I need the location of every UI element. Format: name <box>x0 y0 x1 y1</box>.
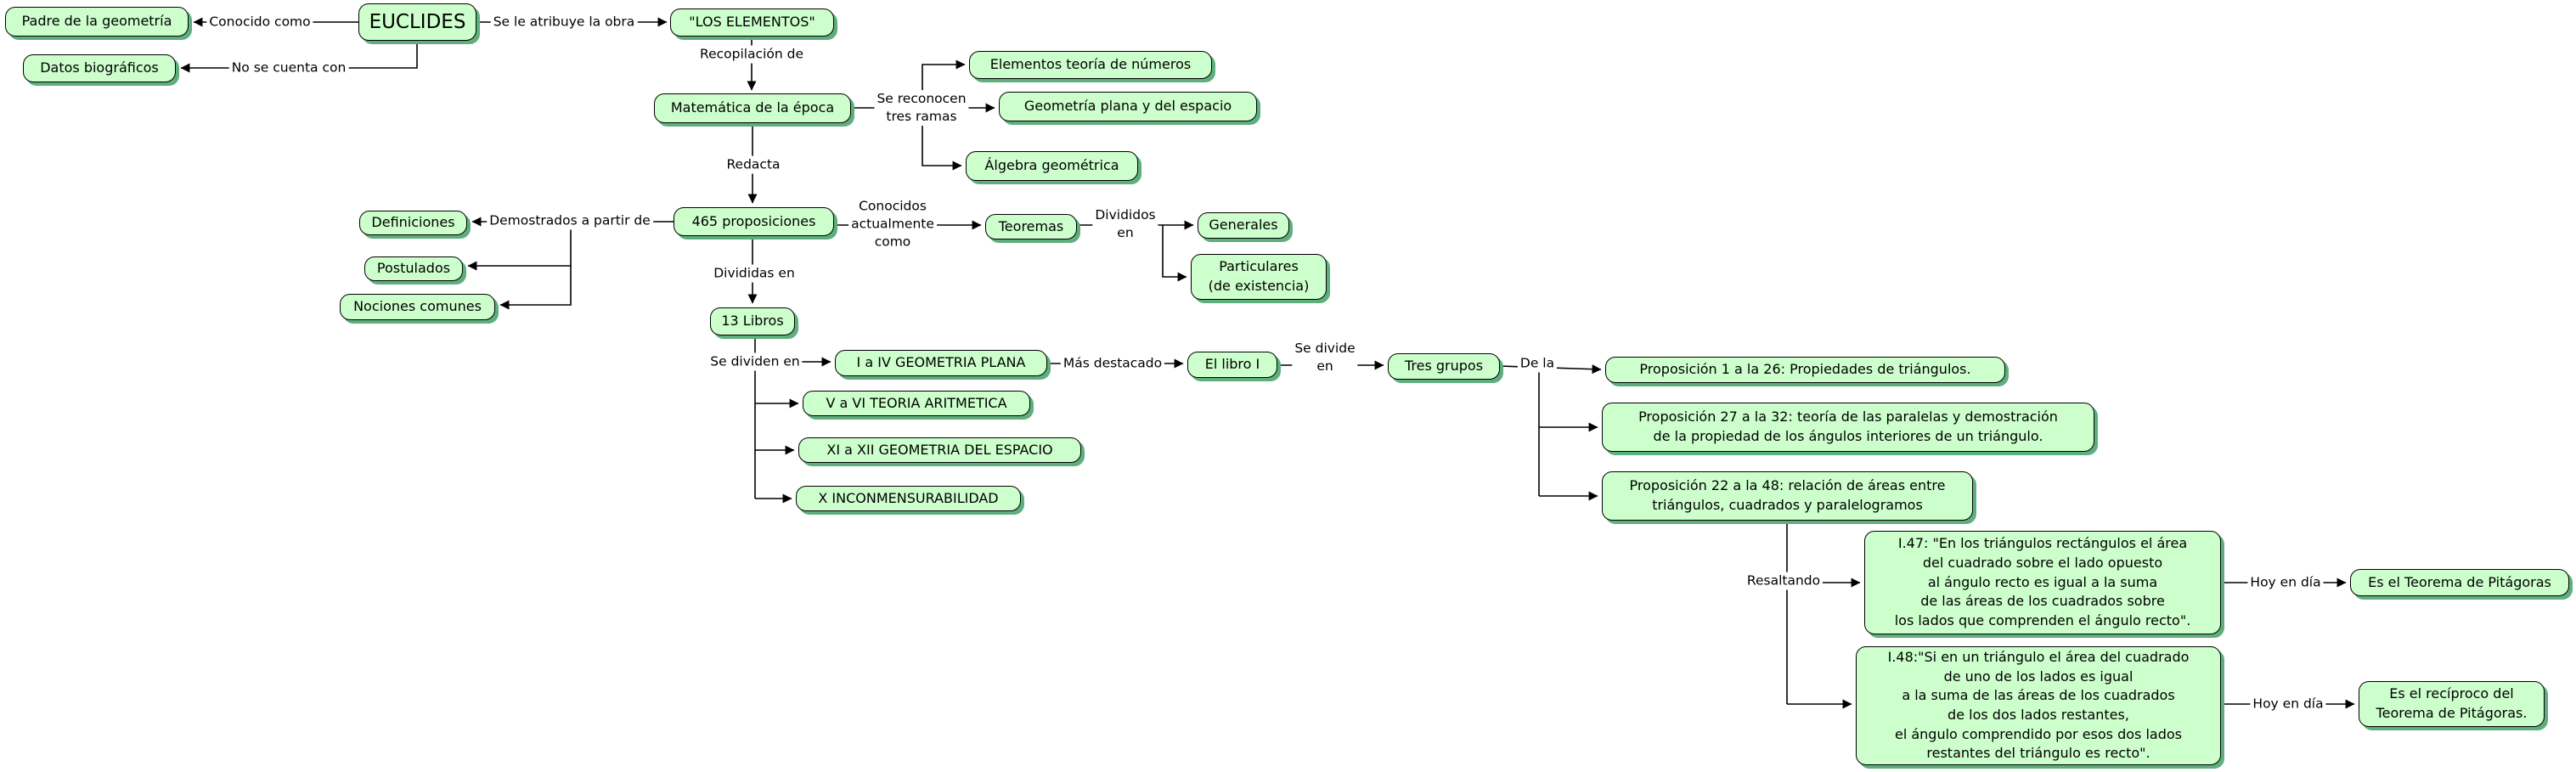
node-13-libros[interactable]: 13 Libros <box>710 307 795 335</box>
node-geometria-plana-espacio[interactable]: Geometría plana y del espacio <box>999 92 1257 121</box>
link-label-se-dividen-en: Se dividen en <box>707 352 803 371</box>
node-proposicion-i48[interactable]: I.48:"Si en un triángulo el área del cua… <box>1856 646 2221 765</box>
node-nociones-comunes[interactable]: Nociones comunes <box>340 294 495 320</box>
link-label-recopilacion: Recopilación de <box>696 45 807 64</box>
node-postulados[interactable]: Postulados <box>364 256 463 281</box>
link-label-no-se-cuenta: No se cuenta con <box>228 59 349 77</box>
link-label-se-reconocen: Se reconocen tres ramas <box>874 90 969 126</box>
node-el-libro-i[interactable]: El libro I <box>1187 352 1277 378</box>
node-465-proposiciones[interactable]: 465 proposiciones <box>674 207 834 236</box>
link-label-se-divide-en: Se divide en <box>1292 340 1358 375</box>
node-generales[interactable]: Generales <box>1198 212 1289 239</box>
node-particulares-existencia[interactable]: Particulares (de existencia) <box>1191 254 1327 300</box>
link-label-demostrados: Demostrados a partir de <box>487 211 653 230</box>
link-label-divididas-en: Divididas en <box>711 264 798 283</box>
node-libros-11-12-geometria-espacio[interactable]: XI a XII GEOMETRIA DEL ESPACIO <box>798 437 1081 463</box>
link-label-mas-destacado: Más destacado <box>1060 354 1165 373</box>
node-teorema-de-pitagoras[interactable]: Es el Teorema de Pitágoras <box>2350 569 2569 596</box>
link-label-redacta: Redacta <box>724 155 783 174</box>
link-label-hoy-en-dia-1: Hoy en día <box>2247 573 2324 592</box>
node-libro-10-inconmensurabilidad[interactable]: X INCONMENSURABILIDAD <box>796 486 1021 511</box>
node-proposicion-1-26[interactable]: Proposición 1 a la 26: Propiedades de tr… <box>1605 357 2005 383</box>
node-algebra-geometrica[interactable]: Álgebra geométrica <box>966 151 1138 181</box>
node-libros-5-6-teoria-aritmetica[interactable]: V a VI TEORIA ARITMETICA <box>803 391 1030 416</box>
link-label-conocidos-actualmente: Conocidos actualmente como <box>848 197 937 251</box>
node-tres-grupos[interactable]: Tres grupos <box>1388 353 1500 380</box>
node-reciproco-teorema-pitagoras[interactable]: Es el recíproco del Teorema de Pitágoras… <box>2359 681 2545 727</box>
node-matematica-de-la-epoca[interactable]: Matemática de la época <box>654 93 851 123</box>
node-definiciones[interactable]: Definiciones <box>359 211 467 235</box>
node-euclides[interactable]: EUCLIDES <box>358 3 476 41</box>
node-los-elementos[interactable]: "LOS ELEMENTOS" <box>670 8 834 37</box>
node-proposicion-i47[interactable]: I.47: "En los triángulos rectángulos el … <box>1864 531 2221 634</box>
link-label-se-atribuye: Se le atribuye la obra <box>490 13 638 31</box>
node-libros-1-4-geometria-plana[interactable]: I a IV GEOMETRIA PLANA <box>835 350 1047 376</box>
node-teoremas[interactable]: Teoremas <box>985 214 1077 239</box>
node-proposicion-27-32[interactable]: Proposición 27 a la 32: teoría de las pa… <box>1602 403 2094 452</box>
node-datos-biograficos[interactable]: Datos biográficos <box>23 54 176 82</box>
link-label-hoy-en-dia-2: Hoy en día <box>2250 695 2326 713</box>
link-label-resaltando: Resaltando <box>1744 572 1823 590</box>
node-padre-de-la-geometria[interactable]: Padre de la geometría <box>5 7 189 37</box>
link-label-de-la: De la <box>1517 354 1558 373</box>
link-label-conocido-como: Conocido como <box>206 13 313 31</box>
node-proposicion-22-48[interactable]: Proposición 22 a la 48: relación de área… <box>1602 471 1973 521</box>
node-elementos-teoria-numeros[interactable]: Elementos teoría de números <box>969 51 1212 79</box>
link-label-divididos-en: Divididos en <box>1092 206 1158 242</box>
